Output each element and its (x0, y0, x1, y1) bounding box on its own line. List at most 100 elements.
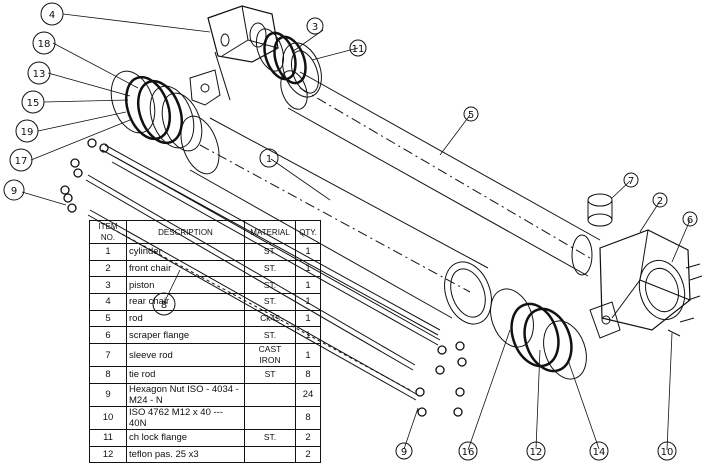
bom-item: 8 (89, 366, 127, 384)
bom-description: ch lock flange (126, 428, 245, 447)
bom-description: rod (126, 309, 245, 328)
bom-item: 4 (89, 293, 127, 311)
svg-text:13: 13 (33, 69, 46, 80)
balloon-7: 7 (623, 172, 639, 188)
bom-material: ST. (244, 276, 296, 295)
bom-description: teflon pas. 25 x3 (126, 445, 245, 464)
balloon-9-left: 9 (3, 179, 25, 201)
bom-header-material: MATERIAL (244, 220, 296, 244)
bom-qty: 8 (295, 405, 321, 430)
front-chair-part (571, 229, 691, 339)
cylinder-part (180, 115, 492, 325)
bom-description: ISO 4762 M12 x 40 --- 40N (126, 405, 245, 430)
bom-qty: 1 (295, 343, 321, 368)
bill-of-materials-table: ITEM NO. DESCRIPTION MATERIAL QTY. 1 cyli… (89, 220, 321, 464)
svg-text:2: 2 (657, 196, 663, 207)
bom-qty: 2 (295, 428, 321, 447)
bom-material: ST. (244, 243, 296, 261)
bom-item: 10 (89, 405, 127, 430)
balloon-18: 18 (32, 31, 56, 55)
balloon-13: 13 (27, 61, 51, 85)
sleeve-rod-part (587, 193, 613, 227)
balloon-16: 16 (458, 441, 478, 461)
svg-text:15: 15 (27, 98, 40, 109)
svg-text:11: 11 (352, 44, 365, 55)
cap-screws (667, 263, 703, 337)
bom-description: sleeve rod (126, 343, 245, 368)
bom-qty: 1 (295, 326, 321, 345)
bom-qty: 1 (295, 276, 321, 295)
bom-material: Ck45 (244, 309, 296, 328)
balloon-4: 4 (40, 2, 64, 26)
balloon-14: 14 (589, 441, 609, 461)
bom-material: ST. (244, 293, 296, 311)
svg-text:4: 4 (49, 10, 55, 21)
svg-text:18: 18 (38, 39, 51, 50)
bom-header-row: ITEM NO. DESCRIPTION MATERIAL QTY. (89, 220, 321, 244)
bom-qty: 24 (295, 382, 321, 407)
bom-qty: 2 (295, 445, 321, 464)
bom-qty: 8 (295, 366, 321, 384)
bom-item: 5 (89, 309, 127, 328)
bom-material: ST (244, 366, 296, 384)
balloon-10: 10 (657, 441, 677, 461)
balloon-19: 19 (15, 119, 39, 143)
bom-material: CAST IRON (244, 343, 296, 368)
bom-qty: 1 (295, 259, 321, 278)
front-seal-parts (490, 288, 587, 380)
bom-material: ST. (244, 259, 296, 278)
bom-material (244, 445, 296, 464)
balloon-1: 1 (259, 148, 279, 168)
bom-description: front chair (126, 259, 245, 278)
balloon-9-bottom: 9 (395, 442, 413, 460)
bom-qty: 1 (295, 293, 321, 311)
balloon-15: 15 (21, 90, 45, 114)
balloon-6: 6 (682, 211, 698, 227)
balloon-5: 5 (463, 106, 479, 122)
bom-item: 12 (89, 445, 127, 464)
bom-description: piston (126, 276, 245, 295)
bom-header-description: DESCRIPTION (126, 220, 245, 244)
bom-qty: 1 (295, 309, 321, 328)
bom-item: 11 (89, 428, 127, 447)
svg-text:5: 5 (468, 110, 474, 121)
piston-and-flange-parts (255, 28, 322, 98)
bom-description: Hexagon Nut ISO - 4034 - M24 - N (126, 382, 245, 407)
hex-nuts (60, 138, 467, 417)
svg-text:7: 7 (628, 176, 634, 187)
svg-text:1: 1 (266, 154, 272, 165)
bom-item: 6 (89, 326, 127, 345)
svg-text:10: 10 (661, 447, 674, 458)
balloon-11: 11 (349, 39, 367, 57)
bom-description: tie rod (126, 366, 245, 384)
bom-description: cylinder (126, 243, 245, 261)
svg-text:17: 17 (15, 156, 28, 167)
bom-item: 7 (89, 343, 127, 368)
bom-description: scraper flange (126, 326, 245, 345)
bom-item: 9 (89, 382, 127, 407)
bom-qty: 1 (295, 243, 321, 261)
bom-header-qty: QTY. (295, 220, 321, 244)
bom-material: ST. (244, 428, 296, 447)
svg-text:16: 16 (462, 447, 475, 458)
bom-item: 3 (89, 276, 127, 295)
bom-item: 2 (89, 259, 127, 278)
seal-stack-parts (110, 70, 203, 152)
bom-material (244, 382, 296, 407)
bom-description: rear chair (126, 293, 245, 311)
balloon-12: 12 (526, 441, 546, 461)
bom-material: ST. (244, 326, 296, 345)
rod-part (280, 70, 601, 277)
